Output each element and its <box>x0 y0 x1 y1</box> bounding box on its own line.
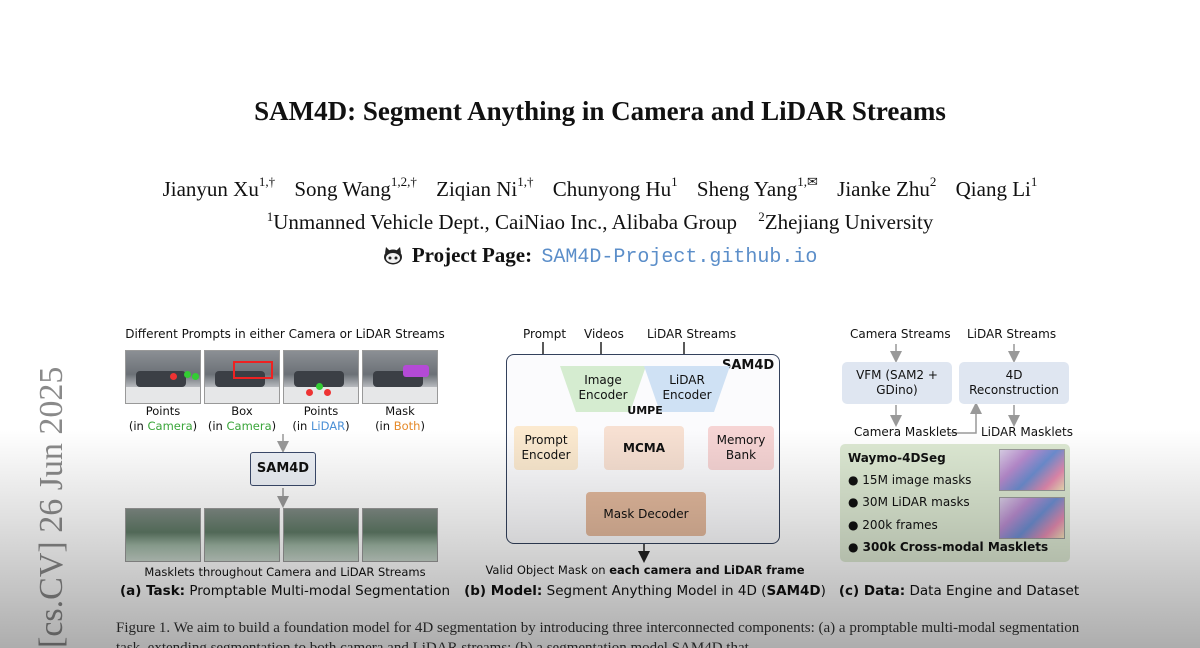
author: Qiang Li1 <box>955 174 1038 201</box>
panel-a-subcaption: (a) Task: Promptable Multi-modal Segment… <box>119 583 451 599</box>
camera-frame-thumbnail <box>204 350 280 404</box>
author: Jianke Zhu2 <box>837 174 937 201</box>
affiliation: 2Zhejiang University <box>758 209 934 234</box>
masklet-thumbnail <box>125 508 201 562</box>
project-page-label: Project Page: <box>411 243 533 267</box>
umpe-label: UMPE <box>627 403 663 417</box>
input-lidar-label: LiDAR Streams <box>647 327 737 341</box>
lidar-masklets-label: LiDAR Masklets <box>981 425 1073 439</box>
sam4d-model-box: SAM4D <box>250 452 316 486</box>
author: Sheng Yang1,✉ <box>696 174 818 201</box>
lidar-encoder-shape <box>644 366 730 412</box>
author: Ziqian Ni1,† <box>436 174 534 201</box>
figure-caption: Figure 1. We aim to build a foundation m… <box>116 620 1080 648</box>
input-videos-label: Videos <box>584 327 624 341</box>
dataset-stat: ● 300k Cross-modal Masklets <box>848 540 1049 554</box>
project-page-link[interactable]: SAM4D-Project.github.io <box>541 246 818 269</box>
sam4d-architecture-label: SAM4D <box>722 358 775 373</box>
prompt-label: Mask(in Both) <box>375 404 425 433</box>
masklet-thumbnail <box>362 508 438 562</box>
camera-streams-label: Camera Streams <box>850 327 951 341</box>
author: Song Wang1,2,† <box>294 174 417 201</box>
dataset-stat: ● 15M image masks <box>848 473 972 487</box>
dataset-sample-thumbnail <box>999 497 1065 539</box>
prompt-label: Points(in LiDAR) <box>292 404 350 433</box>
dataset-stat: ● 30M LiDAR masks <box>848 495 970 509</box>
panel-b-output-caption: Valid Object Mask on each camera and LiD… <box>485 563 805 577</box>
panel-c-subcaption: (c) Data: Data Engine and Dataset <box>838 583 1080 599</box>
dataset-sample-thumbnail <box>999 449 1065 491</box>
panel-a-output-caption: Masklets throughout Camera and LiDAR Str… <box>144 565 426 579</box>
affiliations: 1Unmanned Vehicle Dept., CaiNiao Inc., A… <box>0 209 1200 235</box>
project-page-line: Project Page: SAM4D-Project.github.io <box>0 243 1200 271</box>
reconstruction-block: 4D Reconstruction <box>959 362 1069 404</box>
masklet-thumbnail <box>283 508 359 562</box>
mask-decoder-block: Mask Decoder <box>586 492 706 536</box>
image-encoder-shape <box>560 366 646 412</box>
author: Chunyong Hu1 <box>552 174 678 201</box>
dataset-name: Waymo-4DSeg <box>848 451 946 465</box>
image-encoder-label: Image Encoder <box>578 373 628 402</box>
prompt-label: Box(in Camera) <box>207 404 277 433</box>
lidar-streams-label: LiDAR Streams <box>967 327 1057 341</box>
camera-masklets-label: Camera Masklets <box>854 425 958 439</box>
github-icon <box>383 246 403 271</box>
author: Jianyun Xu1,† <box>162 174 276 201</box>
memory-bank-block: Memory Bank <box>708 426 774 470</box>
vfm-block: VFM (SAM2 + GDino) <box>842 362 952 404</box>
masklet-thumbnail <box>204 508 280 562</box>
mcma-block: MCMA <box>604 426 684 470</box>
mask-frame-thumbnail <box>362 350 438 404</box>
lidar-encoder-label: LiDAR Encoder <box>662 373 712 402</box>
prompt-encoder-block: Prompt Encoder <box>514 426 578 470</box>
panel-a-title: Different Prompts in either Camera or Li… <box>125 327 445 341</box>
lidar-frame-thumbnail <box>283 350 359 404</box>
paper-title: SAM4D: Segment Anything in Camera and Li… <box>254 96 946 126</box>
author-list: Jianyun Xu1,† Song Wang1,2,† Ziqian Ni1,… <box>0 174 1200 202</box>
camera-frame-thumbnail <box>125 350 201 404</box>
affiliation: 1Unmanned Vehicle Dept., CaiNiao Inc., A… <box>266 209 738 234</box>
prompt-label: Points(in Camera) <box>128 404 198 433</box>
input-prompt-label: Prompt <box>523 327 567 341</box>
panel-b-subcaption: (b) Model: Segment Anything Model in 4D … <box>464 583 826 599</box>
dataset-stat: ● 200k frames <box>848 518 938 532</box>
